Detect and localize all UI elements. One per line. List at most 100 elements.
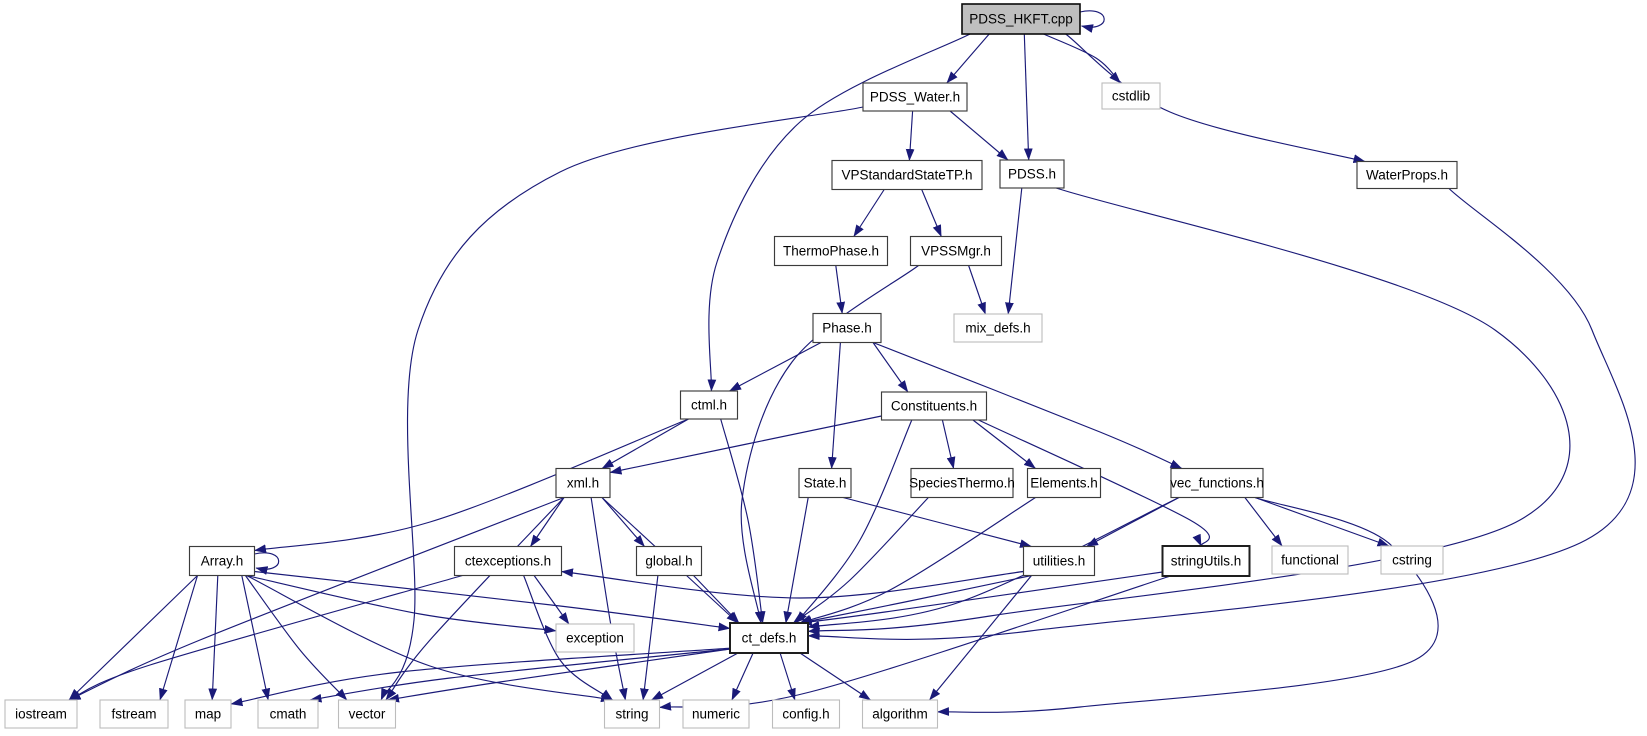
graph-node-array-h[interactable]: Array.h xyxy=(188,545,256,577)
graph-node-numeric[interactable]: numeric xyxy=(682,699,750,729)
edge-array-h--vector xyxy=(244,575,348,701)
graph-node-pdss-h[interactable]: PDSS.h xyxy=(999,159,1065,189)
edge-array-h--ct-defs-h xyxy=(254,570,731,632)
edge-vec-functions-h--algorithm xyxy=(937,496,1439,716)
graph-node-exception[interactable]: exception xyxy=(555,623,635,653)
edge-ct-defs-h--vector xyxy=(387,648,731,703)
graph-node-xml-h[interactable]: xml.h xyxy=(555,467,611,499)
node-box xyxy=(812,312,882,344)
edge-thermophase-h--phase-h xyxy=(835,265,846,314)
edge-ct-defs-h--cmath xyxy=(309,648,731,703)
node-box xyxy=(1271,545,1349,575)
graph-node-string[interactable]: string xyxy=(603,699,661,729)
node-label: xml.h xyxy=(567,476,599,491)
graph-node-config-h[interactable]: config.h xyxy=(771,699,841,729)
node-label: PDSS_Water.h xyxy=(870,90,960,105)
edge-pdss-water-h--vector xyxy=(380,106,864,701)
graph-node-speciesthermo-h[interactable]: SpeciesThermo.h xyxy=(909,467,1015,499)
node-label: cstdlib xyxy=(1112,89,1150,104)
graph-node-cstring[interactable]: cstring xyxy=(1380,545,1444,575)
edge-array-h--cmath xyxy=(241,575,271,701)
graph-node-vec-functions-h[interactable]: vec_functions.h xyxy=(1170,467,1264,499)
node-label: Phase.h xyxy=(822,321,872,336)
node-label: SpeciesThermo.h xyxy=(909,476,1015,491)
edge-vec-functions-h--functional xyxy=(1244,497,1283,547)
graph-node-fstream[interactable]: fstream xyxy=(99,699,169,729)
node-box xyxy=(453,545,563,577)
node-box xyxy=(771,699,841,729)
graph-node-vpstandardstatetp-h[interactable]: VPStandardStateTP.h xyxy=(831,159,983,191)
node-box xyxy=(961,3,1081,35)
graph-node-vector[interactable]: vector xyxy=(337,699,397,729)
graph-node-pdss-hkft-cpp[interactable]: PDSS_HKFT.cpp xyxy=(961,3,1081,35)
graph-node-mix-defs-h[interactable]: mix_defs.h xyxy=(953,313,1043,343)
node-label: cstring xyxy=(1392,553,1432,568)
graph-node-global-h[interactable]: global.h xyxy=(635,545,703,577)
graph-node-phase-h[interactable]: Phase.h xyxy=(812,312,882,344)
node-label: fstream xyxy=(111,707,156,722)
edge-array-h--iostream xyxy=(68,575,198,701)
edge-ctml-h--ct-defs-h xyxy=(720,418,766,624)
graph-node-cmath[interactable]: cmath xyxy=(257,699,319,729)
edge-constituents-h--xml-h xyxy=(609,415,882,475)
edge-constituents-h--elements-h xyxy=(972,419,1036,469)
node-label: mix_defs.h xyxy=(965,321,1030,336)
edge-phase-h--constituents-h xyxy=(872,342,909,393)
node-label: vector xyxy=(349,707,386,722)
graph-node-functional[interactable]: functional xyxy=(1271,545,1349,575)
node-label: VPStandardStateTP.h xyxy=(841,168,972,183)
graph-node-algorithm[interactable]: algorithm xyxy=(861,699,939,729)
node-box xyxy=(603,699,661,729)
graph-node-cstdlib[interactable]: cstdlib xyxy=(1101,82,1161,110)
edge-utilities-h--ct-defs-h xyxy=(799,574,1032,626)
edge-global-h--string xyxy=(640,575,659,701)
graph-node-stringutils-h[interactable]: stringUtils.h xyxy=(1161,545,1251,577)
node-label: string xyxy=(615,707,648,722)
edge-vpssmgr-h--ct-defs-h xyxy=(740,265,919,624)
graph-node-constituents-h[interactable]: Constituents.h xyxy=(880,391,988,421)
node-label: ctml.h xyxy=(691,398,727,413)
edge-array-h--exception xyxy=(246,574,557,634)
node-label: exception xyxy=(566,631,624,646)
graph-node-ctexceptions-h[interactable]: ctexceptions.h xyxy=(453,545,563,577)
edge-xml-h--vector xyxy=(385,497,565,701)
graph-node-map[interactable]: map xyxy=(184,699,232,729)
edge-ctml-h--array-h xyxy=(254,418,689,554)
node-label: numeric xyxy=(692,707,740,722)
graph-node-elements-h[interactable]: Elements.h xyxy=(1026,467,1102,499)
edge-constituents-h--ct-defs-h xyxy=(795,419,913,624)
edge-ctexceptions-h--iostream xyxy=(68,574,463,701)
edge-pdss-hkft-cpp--pdss-water-h xyxy=(946,33,990,84)
edge-ctexceptions-h--string xyxy=(523,575,613,701)
edge-ct-defs-h--numeric xyxy=(731,652,754,701)
node-label: utilities.h xyxy=(1033,554,1086,569)
node-box xyxy=(679,390,739,420)
node-label: functional xyxy=(1281,553,1339,568)
node-label: stringUtils.h xyxy=(1171,554,1242,569)
node-box xyxy=(184,699,232,729)
node-label: Array.h xyxy=(201,554,244,569)
graph-node-ctml-h[interactable]: ctml.h xyxy=(679,390,739,420)
graph-node-iostream[interactable]: iostream xyxy=(4,699,78,729)
graph-node-ct-defs-h[interactable]: ct_defs.h xyxy=(729,622,809,654)
graph-node-thermophase-h[interactable]: ThermoPhase.h xyxy=(773,235,889,267)
graph-node-utilities-h[interactable]: utilities.h xyxy=(1022,545,1096,577)
graph-node-pdss-water-h[interactable]: PDSS_Water.h xyxy=(862,82,968,112)
node-label: State.h xyxy=(804,476,847,491)
edge-pdss-hkft-cpp--waterprops-h xyxy=(1065,33,1366,163)
node-box xyxy=(1101,82,1161,110)
node-box xyxy=(729,622,809,654)
node-box xyxy=(337,699,397,729)
node-label: Constituents.h xyxy=(891,399,977,414)
graph-node-state-h[interactable]: State.h xyxy=(798,467,852,499)
edge-ct-defs-h--string xyxy=(651,652,739,701)
edge-xml-h--global-h xyxy=(601,497,645,547)
graph-node-waterprops-h[interactable]: WaterProps.h xyxy=(1356,160,1458,190)
node-box xyxy=(953,313,1043,343)
node-label: global.h xyxy=(645,554,692,569)
node-label: iostream xyxy=(15,707,67,722)
node-box xyxy=(682,699,750,729)
graph-node-vpssmgr-h[interactable]: VPSSMgr.h xyxy=(909,235,1003,267)
